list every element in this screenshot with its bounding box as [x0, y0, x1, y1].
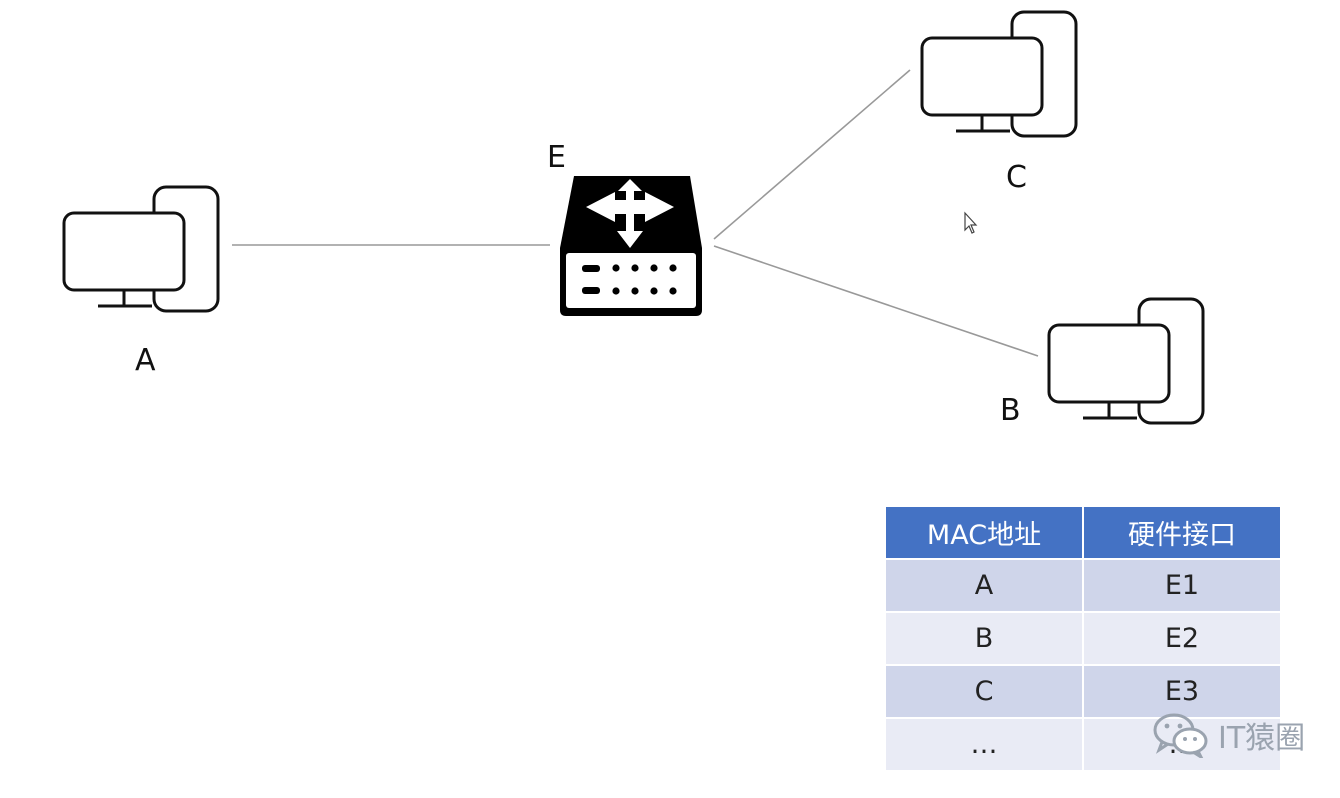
node-label-b: B	[1000, 393, 1021, 428]
watermark: IT猿圈	[1152, 712, 1305, 758]
node-label-e: E	[547, 140, 566, 175]
link-e-c	[713, 69, 911, 240]
port-cell: E3	[1084, 666, 1280, 717]
mac-cell: B	[886, 613, 1082, 664]
mac-cell: …	[886, 719, 1082, 770]
header-hardware-port: 硬件接口	[1084, 507, 1280, 558]
table-header-row: MAC地址 硬件接口	[886, 507, 1280, 558]
mac-cell: A	[886, 560, 1082, 611]
mac-address-table: MAC地址 硬件接口 A E1 B E2 C E3 … …	[884, 505, 1282, 772]
computer-icon-c	[920, 10, 1078, 138]
computer-icon-a	[62, 185, 220, 313]
node-label-c: C	[1006, 160, 1027, 195]
header-mac-address: MAC地址	[886, 507, 1082, 558]
table-row: B E2	[886, 613, 1280, 664]
mac-cell: C	[886, 666, 1082, 717]
mouse-cursor-icon	[964, 211, 978, 234]
wechat-icon	[1153, 713, 1208, 758]
table-row: C E3	[886, 666, 1280, 717]
port-cell: E1	[1084, 560, 1280, 611]
port-cell: E2	[1084, 613, 1280, 664]
node-label-a: A	[135, 343, 156, 378]
link-e-b	[713, 245, 1039, 357]
watermark-text: IT猿圈	[1218, 721, 1306, 756]
switch-icon	[560, 176, 702, 316]
table-row: A E1	[886, 560, 1280, 611]
computer-icon-b	[1047, 297, 1205, 425]
